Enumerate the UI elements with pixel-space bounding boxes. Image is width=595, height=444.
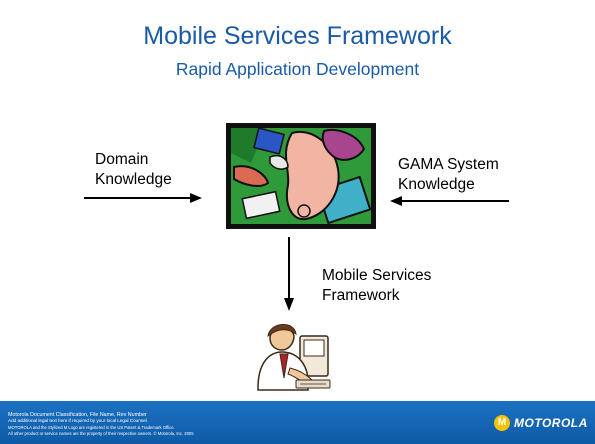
mobile-services-framework-line-1: Mobile Services xyxy=(322,267,432,284)
logo-mark-letter: M xyxy=(497,417,507,428)
mobile-services-framework-label: Mobile Services Framework xyxy=(322,266,431,306)
domain-knowledge-line-2: Knowledge xyxy=(95,171,172,188)
footer-copyright-text: All other product or service names are t… xyxy=(8,431,194,436)
collaboration-clipart-icon xyxy=(226,123,376,229)
motorola-m-logo-icon: M xyxy=(494,415,510,431)
slide-subtitle: Rapid Application Development xyxy=(175,59,420,79)
footer-bar: Motorola Document Classification, File N… xyxy=(0,401,595,444)
down-arrow-icon xyxy=(284,237,294,311)
domain-knowledge-label: Domain Knowledge xyxy=(95,150,172,190)
gama-system-knowledge-line-2: Knowledge xyxy=(398,176,475,193)
footer-trademark-text: MOTOROLA and the Stylized M Logo are reg… xyxy=(8,425,175,430)
slide-title: Mobile Services Framework xyxy=(143,22,452,50)
gama-system-knowledge-line-1: GAMA System xyxy=(398,156,499,173)
gama-system-knowledge-label: GAMA System Knowledge xyxy=(398,155,499,195)
person-at-computer-icon xyxy=(257,324,331,391)
left-arrow-icon xyxy=(390,196,509,206)
motorola-wordmark: MOTOROLA xyxy=(514,416,588,430)
footer-legal-text: Add additional legal text here if requir… xyxy=(8,418,148,423)
mobile-services-framework-line-2: Framework xyxy=(322,287,400,304)
domain-knowledge-line-1: Domain xyxy=(95,151,149,168)
footer-classification-text: Motorola Document Classification, File N… xyxy=(8,412,147,418)
right-arrow-icon xyxy=(84,193,202,203)
